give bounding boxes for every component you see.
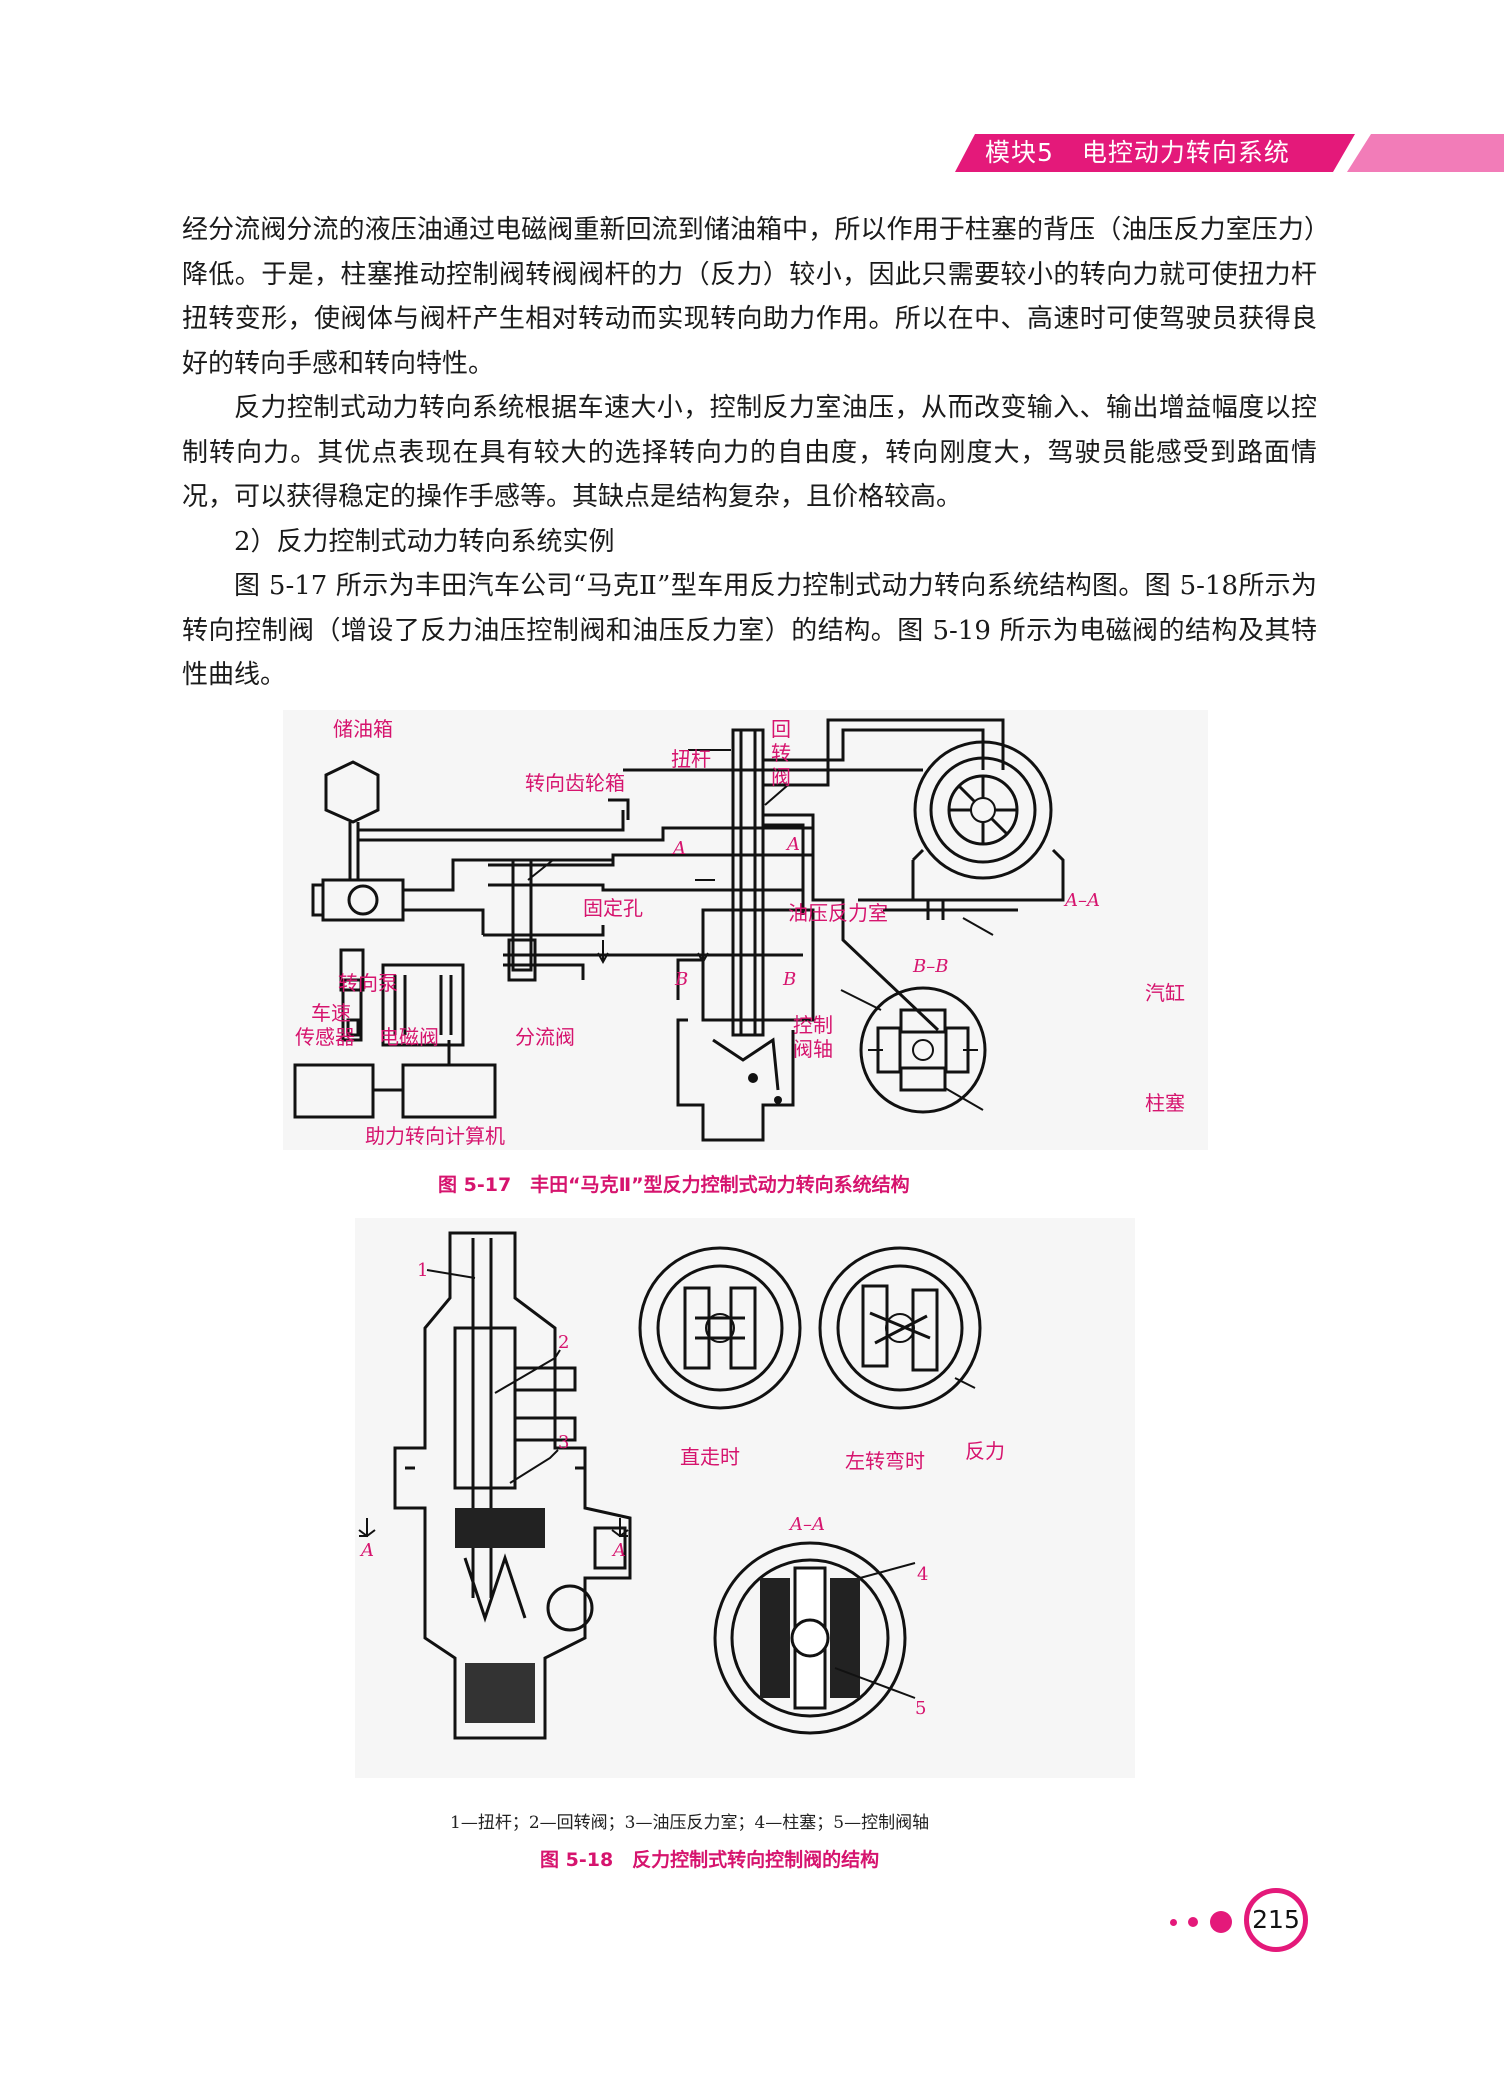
label-rotary-valve-1: 回: [771, 717, 791, 741]
label-plunger: 柱塞: [1145, 1091, 1185, 1115]
label-b-left: B: [674, 969, 688, 990]
label-left-turn: 左转弯时: [845, 1449, 925, 1473]
header-band-dark: [955, 134, 1355, 172]
label-cylinder: 汽缸: [1145, 981, 1185, 1005]
figure-5-18-legend: 1—扭杆；2—回转阀；3—油压反力室；4—柱塞；5—控制阀轴: [450, 1813, 930, 1833]
header-module: 模块5: [985, 138, 1054, 167]
paragraph-1: 经分流阀分流的液压油通过电磁阀重新回流到储油箱中，所以作用于柱塞的背压（油压反力…: [182, 215, 1317, 379]
label-bb: B–B: [912, 956, 948, 977]
straight-circle: [638, 1246, 802, 1410]
valve-body: [701, 908, 815, 1022]
label-solenoid: 电磁阀: [379, 1025, 439, 1049]
header-band: [955, 134, 1504, 172]
solenoid-body: [381, 963, 465, 1047]
label-straight: 直走时: [680, 1445, 740, 1469]
label-computer: 助力转向计算机: [365, 1124, 505, 1148]
section-heading: 2）反力控制式动力转向系统实例: [234, 526, 615, 557]
tank-shape: [324, 760, 380, 824]
section-aa-circle: [713, 1541, 907, 1735]
computer-box: [401, 1063, 497, 1119]
label-n3: 3: [558, 1432, 569, 1453]
label-n5: 5: [915, 1698, 926, 1719]
label-a-right: A: [785, 834, 800, 855]
label-aa: A–A: [1063, 890, 1100, 911]
label-b-right: B: [782, 969, 796, 990]
label-rotary-valve-3: 阀: [771, 765, 791, 789]
figure-5-17: 储油箱 转向齿轮箱 扭杆 回 转 阀 固定孔 油压反力室 A–A B–B A A…: [283, 710, 1208, 1150]
valve-cross-section: 1 2 3 4 5 A A 直走时 左转弯时 反力 A–A: [358, 1231, 1005, 1740]
speed-sensor-box: [293, 1063, 375, 1119]
label-reaction: 反力: [965, 1439, 1005, 1463]
control-shaft-bb: [859, 986, 987, 1114]
left-turn-circle: [818, 1246, 982, 1410]
paragraph-2: 反力控制式动力转向系统根据车速大小，控制反力室油压，从而改变输入、输出增益幅度以…: [182, 393, 1317, 512]
label-a-left: A: [359, 1540, 374, 1561]
running-header: 模块5 电控动力转向系统: [985, 136, 1290, 170]
label-pump: 转向泵: [338, 971, 398, 995]
label-oil-chamber: 油压反力室: [788, 901, 888, 925]
page-number: 215: [1244, 1888, 1308, 1952]
system-diagram: 储油箱 转向齿轮箱 扭杆 回 转 阀 固定孔 油压反力室 A–A B–B A A…: [293, 717, 1185, 1148]
label-fixed-orifice: 固定孔: [583, 896, 643, 920]
label-gearbox: 转向齿轮箱: [525, 771, 625, 795]
label-control-shaft-2: 阀轴: [793, 1037, 833, 1061]
label-speed-sensor-2: 传感器: [295, 1025, 355, 1049]
label-a-left: A: [671, 838, 686, 859]
label-control-shaft-1: 控制: [793, 1013, 833, 1037]
label-rotary-valve-2: 转: [771, 741, 791, 765]
pump-shape: [321, 878, 405, 922]
paragraph-3: 图 5-17 所示为丰田汽车公司“马克Ⅱ”型车用反力控制式动力转向系统结构图。图…: [182, 571, 1317, 690]
label-aa: A–A: [788, 1514, 825, 1535]
valve-housing: [393, 1231, 632, 1740]
label-n1: 1: [417, 1260, 428, 1281]
cylinder-aa: [913, 740, 1053, 880]
label-a-right: A: [611, 1540, 626, 1561]
figure-5-18-caption: 图 5-18 反力控制式转向控制阀的结构: [540, 1849, 880, 1871]
figure-5-17-caption: 图 5-17 丰田“马克Ⅱ”型反力控制式动力转向系统结构: [438, 1174, 910, 1196]
label-tank: 储油箱: [333, 717, 393, 741]
label-divider: 分流阀: [515, 1025, 575, 1049]
label-torsion-bar: 扭杆: [671, 747, 711, 771]
figure-5-18: 1 2 3 4 5 A A 直走时 左转弯时 反力 A–A: [355, 1218, 1135, 1778]
divider-body: [511, 858, 533, 972]
header-title: 电控动力转向系统: [1081, 138, 1290, 167]
label-n2: 2: [558, 1332, 569, 1353]
header-band-light: [1347, 134, 1504, 172]
valve-shaft: [731, 728, 765, 1037]
label-n4: 4: [917, 1564, 928, 1585]
label-speed-sensor-1: 车速: [311, 1001, 351, 1025]
body-text: 经分流阀分流的液压油通过电磁阀重新回流到储油箱中，所以作用于柱塞的背压（油压反力…: [182, 208, 1317, 698]
